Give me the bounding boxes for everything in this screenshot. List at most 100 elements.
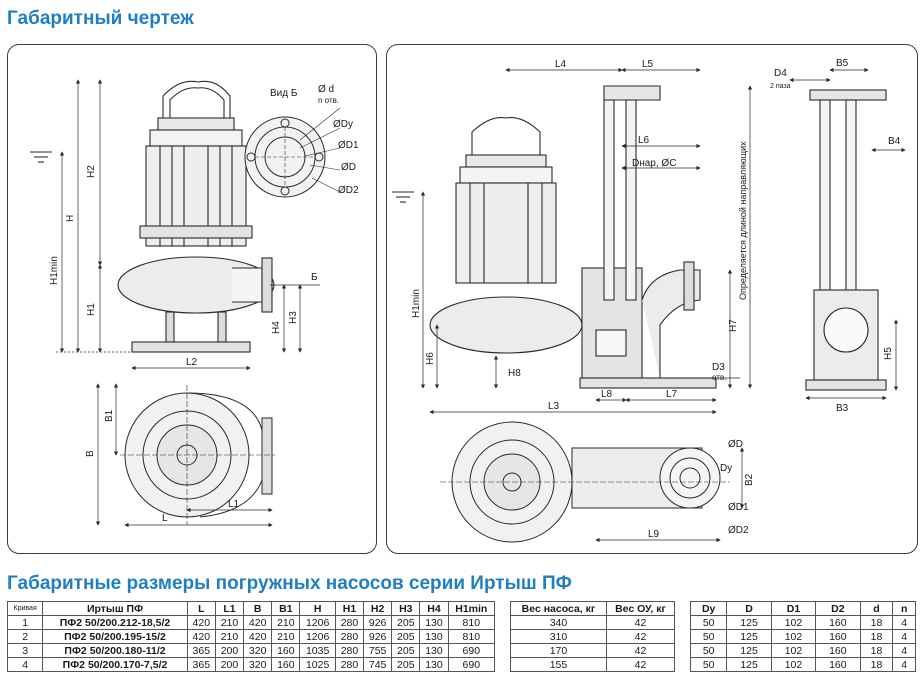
table-cell: 50 xyxy=(689,629,728,644)
table-cell: 125 xyxy=(726,629,772,644)
table-cell: 160 xyxy=(815,629,861,644)
table-header-cell: H3 xyxy=(391,601,421,616)
dim-L8: L8 xyxy=(601,389,613,400)
flange-n-label: n отв. xyxy=(318,96,339,105)
table-cell: 102 xyxy=(770,643,817,658)
table-cell: 810 xyxy=(447,615,496,630)
table-cell: 926 xyxy=(363,615,393,630)
table-row: 2 ПФ2 50/200.195-15/2 420 210 420 210 12… xyxy=(6,629,496,644)
table-cell: 365 xyxy=(186,657,216,672)
dim-B3: B3 xyxy=(836,403,849,414)
table-row: 50 125 102 160 18 4 xyxy=(689,615,916,630)
table-header-cell: Dy xyxy=(689,601,728,616)
dim-L5: L5 xyxy=(642,59,654,70)
table-cell: ПФ2 50/200.212-18,5/2 xyxy=(42,615,188,630)
table-row: 50 125 102 160 18 4 xyxy=(689,657,916,672)
table-cell: 320 xyxy=(243,657,273,672)
table-cell: 155 xyxy=(510,657,607,672)
view-b-label: Вид Б xyxy=(270,88,298,99)
table-header-cell: Иртыш ПФ xyxy=(42,601,188,616)
table-header-cell: H1min xyxy=(447,601,496,616)
table-header-cell: L1 xyxy=(214,601,245,616)
table-cell: 160 xyxy=(271,643,301,658)
table-cell: 420 xyxy=(243,629,273,644)
dim-D3: D3 xyxy=(712,362,725,373)
table-header-cell: L xyxy=(186,601,216,616)
table-cell: 160 xyxy=(815,615,861,630)
dim-D3-sub: отв. xyxy=(712,373,726,382)
table-row: 155 42 xyxy=(510,657,676,672)
dim-L7: L7 xyxy=(666,389,678,400)
table-row: 310 42 xyxy=(510,629,676,644)
table-cell: 50 xyxy=(689,657,728,672)
dim-H6: H6 xyxy=(425,352,436,365)
dim-L6: L6 xyxy=(638,135,650,146)
table-cell: 4 xyxy=(6,657,44,672)
table-header-cell: H4 xyxy=(419,601,449,616)
flange-d-label: Ø d xyxy=(318,84,334,95)
table-cell: 42 xyxy=(605,615,676,630)
dim-L9: L9 xyxy=(648,529,660,540)
dim-H5: H5 xyxy=(883,347,894,360)
table-cell: 420 xyxy=(186,615,216,630)
table-title: Габаритные размеры погружных насосов сер… xyxy=(7,573,572,594)
table-cell: 755 xyxy=(363,643,393,658)
table-cell: 102 xyxy=(770,657,817,672)
flange-D-label: ØD xyxy=(341,162,356,173)
table-cell: 210 xyxy=(214,629,245,644)
table-cell: 280 xyxy=(334,629,365,644)
dim-B1: B1 xyxy=(104,409,115,422)
table-cell: 280 xyxy=(334,643,365,658)
dim-H2: H2 xyxy=(86,165,97,178)
dim-H7: H7 xyxy=(728,319,739,332)
table-cell: 280 xyxy=(334,657,365,672)
table-cell: 210 xyxy=(214,615,245,630)
table-cell: 125 xyxy=(726,643,772,658)
table-cell: 130 xyxy=(419,629,449,644)
table-cell: 280 xyxy=(334,615,365,630)
table-cell: 4 xyxy=(892,643,916,658)
table-header-row: Dy D D1 D2 d n xyxy=(689,601,916,616)
table-cell: 340 xyxy=(510,615,607,630)
table-cell: 18 xyxy=(859,643,894,658)
table-cell: 690 xyxy=(447,643,496,658)
guide-rails-view xyxy=(805,89,887,391)
table-cell: 102 xyxy=(770,629,817,644)
table-cell: 160 xyxy=(815,643,861,658)
table-row: 4 ПФ2 50/200.170-7,5/2 365 200 320 160 1… xyxy=(6,657,496,672)
pump-top-view xyxy=(120,385,275,525)
dim-H8: H8 xyxy=(508,368,521,379)
dim-B4: B4 xyxy=(888,136,901,147)
table-cell: 200 xyxy=(214,643,245,658)
table-header-cell: Вес насоса, кг xyxy=(510,601,607,616)
table-cell: 310 xyxy=(510,629,607,644)
table-cell: 102 xyxy=(770,615,817,630)
table-cell: 160 xyxy=(815,657,861,672)
table-cell: 4 xyxy=(892,615,916,630)
table-header-cell: H1 xyxy=(334,601,365,616)
table-cell: ПФ2 50/200.170-7,5/2 xyxy=(42,657,188,672)
dim-D4: D4 xyxy=(774,68,787,79)
table-cell: 1206 xyxy=(299,615,336,630)
table-cell: 50 xyxy=(689,615,728,630)
table-cell: 50 xyxy=(689,643,728,658)
dimensions-table: Кривая Иртыш ПФ L L1 B B1 H H1 H2 H3 H4 … xyxy=(6,601,496,672)
table-header-cell: D2 xyxy=(815,601,861,616)
table-header-row: Вес насоса, кг Вес ОУ, кг xyxy=(510,601,676,616)
flange-D1-label: ØD1 xyxy=(338,140,359,151)
dim-H4: H4 xyxy=(271,321,282,334)
table-cell: 42 xyxy=(605,643,676,658)
table-header-cell: B xyxy=(243,601,273,616)
dim-H1min-right: H1min xyxy=(411,289,422,318)
table-cell: 690 xyxy=(447,657,496,672)
table-cell: 18 xyxy=(859,629,894,644)
table-header-cell: d xyxy=(859,601,894,616)
table-header-row: Кривая Иртыш ПФ L L1 B B1 H H1 H2 H3 H4 … xyxy=(6,601,496,616)
dim-H: H xyxy=(65,215,76,222)
table-cell: 130 xyxy=(419,657,449,672)
bottom-phiD2-label: ØD2 xyxy=(728,525,749,536)
table-cell: 205 xyxy=(391,615,421,630)
table-header-cell: Кривая xyxy=(6,601,44,616)
table-cell: 1025 xyxy=(299,657,336,672)
